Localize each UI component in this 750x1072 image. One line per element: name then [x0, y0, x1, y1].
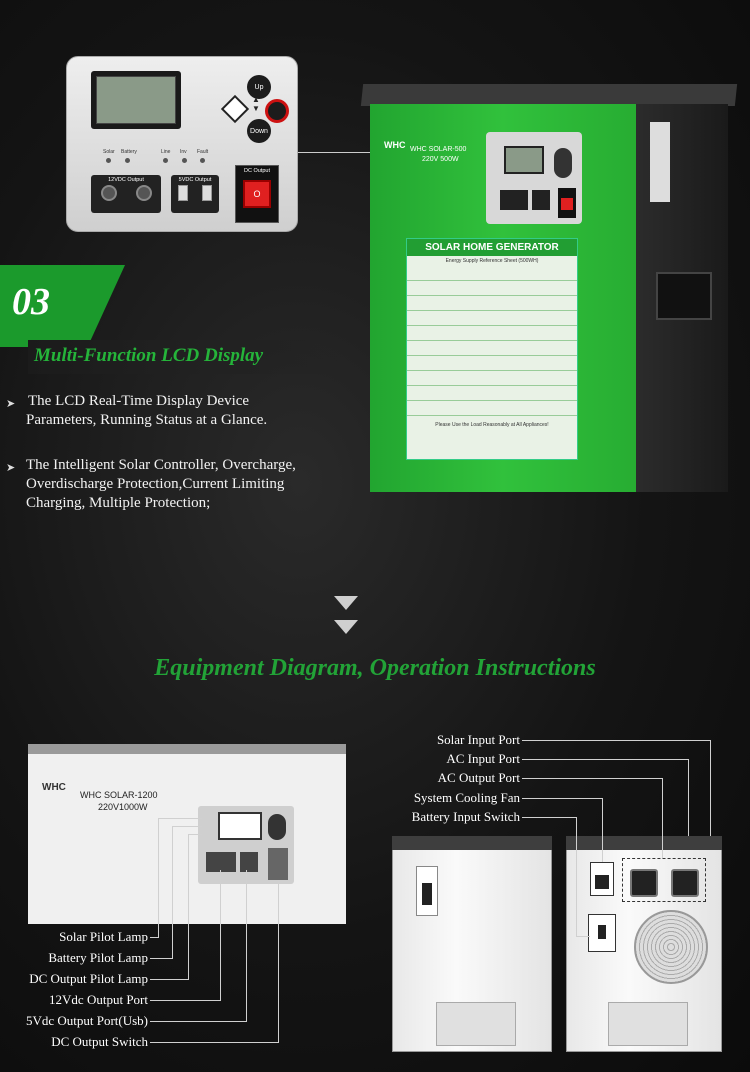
- bullet-2-line-1: The Intelligent Solar Controller, Overch…: [26, 457, 296, 473]
- label-ac-output-port: AC Output Port: [437, 770, 520, 785]
- bullet-1-text: The LCD Real-Time Display Device Paramet…: [26, 392, 346, 430]
- equipment-title: Equipment Diagram, Operation Instruction…: [154, 655, 596, 681]
- generator-brand: WHC SOLAR-500: [410, 146, 467, 153]
- bullet-arrow-icon: ➤: [6, 398, 16, 410]
- chevron-down-icon: [334, 596, 358, 610]
- 5vdc-output-label: 5VDC Output: [178, 177, 212, 183]
- label-battery-pilot-lamp: Battery Pilot Lamp: [48, 950, 148, 965]
- bullet-1-line-2: Parameters, Running Status at a Glance.: [26, 412, 268, 428]
- generator-logo: WHC: [384, 140, 406, 150]
- down-button[interactable]: Down: [247, 119, 271, 143]
- arrow-updown-icon: ▲▼: [252, 95, 260, 113]
- ac-input-port: [590, 862, 614, 896]
- solar-lamp: [106, 158, 111, 163]
- battery-input-switch: [416, 866, 438, 916]
- ac-output-group: [622, 858, 706, 902]
- left-cabinet-top: [392, 836, 552, 850]
- control-panel-closeup: Up ▲▼ Down Solar Battery Line Inv Fault …: [66, 56, 298, 232]
- reference-sheet: SOLAR HOME GENERATOR Energy Supply Refer…: [406, 238, 578, 460]
- sheet-title: SOLAR HOME GENERATOR: [407, 239, 577, 256]
- battery-lamp: [125, 158, 130, 163]
- power-button[interactable]: [265, 99, 289, 123]
- section-number: 03: [12, 281, 50, 323]
- right-cabinet-top: [566, 836, 722, 850]
- label-battery-input-switch: Battery Input Switch: [411, 809, 520, 824]
- generator-top: [360, 84, 738, 106]
- fault-lamp: [200, 158, 205, 163]
- sheet-footer: Please Use the Load Reasonably at All Ap…: [435, 422, 549, 428]
- usb-port-icon[interactable]: [202, 185, 212, 201]
- front-logo: WHC: [42, 782, 66, 793]
- left-cabinet-slot: [436, 1002, 516, 1046]
- label-dc-output-pilot-lamp: DC Output Pilot Lamp: [29, 971, 148, 986]
- label-system-cooling-fan: System Cooling Fan: [413, 790, 520, 805]
- generator-rating: 220V 500W: [422, 156, 459, 163]
- label-5vdc-output-port: 5Vdc Output Port(Usb): [25, 1013, 148, 1028]
- side-switch: [650, 122, 670, 202]
- front-rating: 220V1000W: [98, 802, 148, 812]
- bullet-1: ➤: [6, 394, 15, 412]
- section-title: Multi-Function LCD Display: [34, 345, 264, 366]
- mode-diamond-icon[interactable]: [220, 94, 250, 124]
- indicator-label-solar: Solar: [103, 149, 115, 155]
- cooling-fan-icon: [634, 910, 708, 984]
- indicator-label-battery: Battery: [121, 149, 137, 155]
- front-brand: WHC SOLAR-1200: [80, 790, 158, 800]
- indicator-label-line: Line: [161, 149, 171, 155]
- section-title-bar: [28, 340, 340, 374]
- up-button[interactable]: Up: [247, 75, 271, 99]
- right-cabinet-slot: [608, 1002, 688, 1046]
- front-device-top: [28, 744, 346, 754]
- dc-output-switch-block: DC Output O: [235, 165, 279, 223]
- 12vdc-output-label: 12VDC Output: [108, 177, 144, 183]
- handle-slot: [656, 272, 712, 320]
- bullet-2-line-2: Overdischarge Protection,Current Limitin…: [26, 476, 285, 492]
- bullet-arrow-icon: ➤: [6, 462, 16, 474]
- lcd-screen: [91, 71, 181, 129]
- bullet-2-line-3: Charging, Multiple Protection;: [26, 495, 211, 511]
- label-solar-input-port: Solar Input Port: [436, 732, 520, 747]
- indicator-label-fault: Fault: [197, 149, 209, 155]
- 12vdc-output-block: 12VDC Output: [91, 175, 161, 213]
- front-device: [28, 744, 346, 924]
- solar-input-port: [588, 914, 616, 952]
- indicator-label-inv: Inv: [180, 149, 187, 155]
- dc-socket-icon[interactable]: [135, 185, 152, 201]
- ac-socket-icon: [629, 869, 658, 897]
- bullet-2-text: The Intelligent Solar Controller, Overch…: [26, 456, 356, 513]
- label-solar-pilot-lamp: Solar Pilot Lamp: [59, 929, 148, 944]
- bullet-2: ➤: [6, 458, 15, 476]
- inv-lamp: [182, 158, 187, 163]
- chevron-down-icon: [334, 620, 358, 634]
- usb-port-icon[interactable]: [178, 185, 188, 201]
- 5vdc-output-block: 5VDC Output: [171, 175, 219, 213]
- generator-control-panel: [486, 132, 582, 224]
- sheet-subtitle: Energy Supply Reference Sheet (500WH): [445, 258, 539, 264]
- label-dc-output-switch: DC Output Switch: [51, 1034, 148, 1049]
- label-12vdc-output-port: 12Vdc Output Port: [49, 992, 148, 1007]
- ac-socket-icon: [670, 869, 699, 897]
- line-lamp: [163, 158, 168, 163]
- bullet-1-line-1: The LCD Real-Time Display Device: [28, 393, 250, 409]
- label-ac-input-port: AC Input Port: [446, 751, 520, 766]
- switch-off-mark: O: [253, 189, 261, 199]
- dc-output-label: DC Output: [244, 168, 270, 174]
- dc-socket-icon[interactable]: [100, 185, 117, 201]
- dc-output-rocker-switch[interactable]: O: [243, 180, 271, 208]
